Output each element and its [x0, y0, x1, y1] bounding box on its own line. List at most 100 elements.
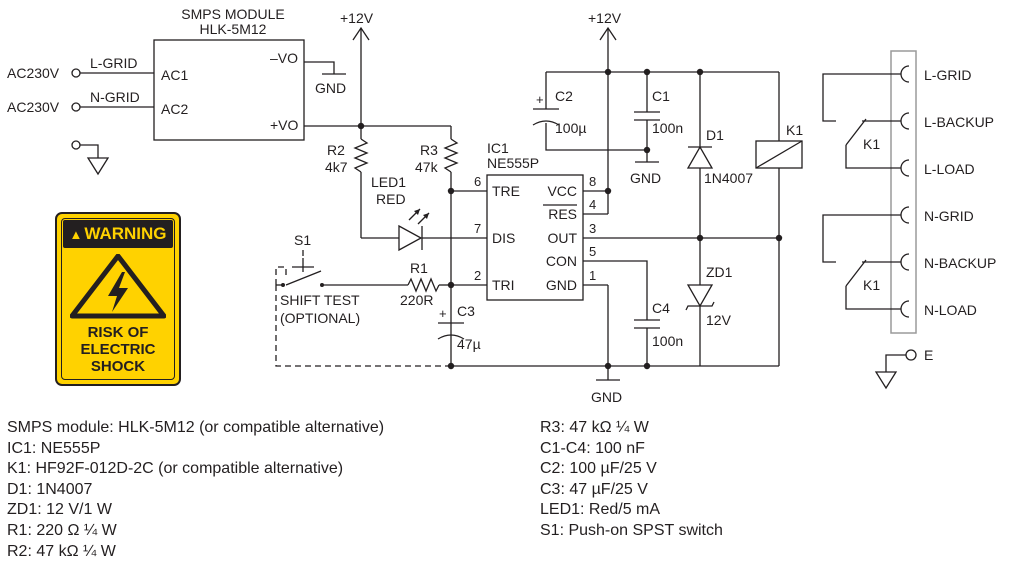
parts-list-item: D1: 1N4007 [7, 480, 93, 498]
optional-label: (OPTIONAL) [280, 310, 360, 326]
n-input-terminal [71, 102, 81, 112]
zd1-value: 12V [706, 312, 732, 328]
conn-l-load: L-LOAD [924, 161, 975, 177]
v12-arrow-left [352, 26, 370, 41]
ic1-label: IC1 [487, 140, 509, 156]
warning-line1: RISK OF [87, 324, 149, 341]
pin7-number: 7 [474, 221, 481, 236]
k1-contact-n: K1 [822, 214, 901, 310]
c4-label: C4 [652, 300, 670, 316]
gnd-label-bottom: GND [591, 389, 622, 405]
conn-n-load: N-LOAD [924, 302, 977, 318]
parts-list-item: R1: 220 Ω ¼ W [7, 521, 117, 539]
smps-module: SMPS MODULE HLK-5M12 AC1 AC2 –VO +VO [153, 6, 305, 141]
warning-line2: ELECTRIC [80, 341, 156, 358]
parts-list-item: S1: Push-on SPST switch [540, 521, 723, 539]
shift-test-label: SHIFT TEST [280, 292, 360, 308]
c3-label: C3 [457, 303, 475, 319]
terminal-l-backup [900, 112, 910, 130]
d1-diode [686, 145, 714, 169]
parts-list-item: K1: HF92F-012D-2C (or compatible alterna… [7, 460, 344, 478]
d1-label: D1 [706, 127, 724, 143]
terminal-l-grid [900, 65, 910, 83]
gnd-label-smps: GND [315, 80, 346, 96]
pin-ac1: AC1 [161, 67, 188, 83]
r1-resistor [407, 277, 440, 293]
k1-contact-n-label: K1 [863, 277, 880, 293]
warning-header: ▲WARNING [63, 220, 173, 248]
warning-text: RISK OF ELECTRIC SHOCK [63, 324, 173, 375]
led1-label: LED1 [371, 174, 406, 190]
pin-neg-vo: –VO [270, 50, 298, 66]
r1-label: R1 [410, 260, 428, 276]
parts-list-item: LED1: Red/5 mA [540, 501, 661, 519]
c2-plus: + [536, 92, 544, 107]
pin1-number: 1 [589, 268, 596, 283]
v12-label-left: +12V [340, 10, 374, 26]
s1-label: S1 [294, 232, 311, 248]
parts-list-left: SMPS module: HLK-5M12 (or compatible alt… [7, 418, 384, 562]
ac230v-n-label: AC230V [7, 99, 60, 115]
k1-coil-label: K1 [786, 122, 803, 138]
s1-switch: S1 SHIFT TEST (OPTIONAL) [275, 232, 451, 367]
c1-value: 100n [652, 120, 683, 136]
pin-dis: DIS [492, 230, 515, 246]
d1-part: 1N4007 [704, 170, 753, 186]
warning-title: WARNING [84, 224, 167, 243]
pin-gnd: GND [546, 277, 577, 293]
parts-list-item: IC1: NE555P [7, 439, 101, 457]
pin-ac2: AC2 [161, 101, 188, 117]
v12-label-right: +12V [588, 10, 622, 26]
led1-color: RED [376, 191, 406, 207]
conn-l-backup: L-BACKUP [924, 114, 994, 130]
conn-n-grid: N-GRID [924, 208, 974, 224]
ac-inputs: AC230V AC230V L-GRID N-GRID [7, 55, 154, 176]
c1-label: C1 [652, 88, 670, 104]
v12-arrow-right [599, 26, 617, 41]
r2-label: R2 [327, 142, 345, 158]
ic1-ne555p: IC1 NE555P TRE DIS TRI VCC RES OUT CON G… [474, 140, 596, 301]
pin4-number: 4 [589, 197, 596, 212]
terminal-strip [890, 50, 917, 334]
ic1-part: NE555P [487, 155, 539, 171]
gnd-label-c1: GND [630, 170, 661, 186]
warning-line3: SHOCK [90, 358, 146, 375]
warning-sign: ▲WARNING RISK OF ELECTRIC SHOCK [55, 212, 181, 386]
electric-shock-icon [70, 254, 166, 319]
ac230v-l-label: AC230V [7, 65, 60, 81]
pin6-number: 6 [474, 174, 481, 189]
parts-list-right: R3: 47 kΩ ¼ W C1-C4: 100 nF C2: 100 µF/2… [540, 418, 723, 542]
r2-value: 4k7 [325, 159, 348, 175]
parts-list-item: C1-C4: 100 nF [540, 439, 645, 457]
terminal-l-load [900, 159, 910, 177]
parts-list-item: ZD1: 12 V/1 W [7, 501, 112, 519]
pin8-number: 8 [589, 174, 596, 189]
r3-resistor [443, 138, 459, 173]
earth-ground-symbol-right [874, 371, 898, 390]
zd1-label: ZD1 [706, 264, 733, 280]
l-grid-label: L-GRID [90, 55, 137, 71]
warning-triangle-icon: ▲ [69, 227, 83, 242]
earth-ground-symbol [86, 157, 110, 176]
k1-contact-l-label: K1 [863, 136, 880, 152]
c2-value: 100µ [555, 120, 586, 136]
pin5-number: 5 [589, 244, 596, 259]
parts-list-item: SMPS module: HLK-5M12 (or compatible alt… [7, 419, 385, 436]
smps-model: HLK-5M12 [200, 21, 267, 37]
smps-title: SMPS MODULE [181, 6, 284, 22]
r3-label: R3 [420, 142, 438, 158]
zd1-zener [686, 284, 714, 308]
parts-list-item: R2: 47 kΩ ¼ W [7, 542, 116, 560]
pin-con: CON [546, 253, 577, 269]
connector-terminals [900, 65, 910, 318]
pin-vcc: VCC [547, 183, 577, 199]
terminal-n-load [900, 300, 910, 318]
c3-plus: + [439, 306, 447, 321]
pin-tre: TRE [492, 183, 520, 199]
earth-input-terminal [71, 140, 81, 150]
parts-list-item: C3: 47 µF/25 V [540, 480, 648, 498]
c2-label: C2 [555, 88, 573, 104]
pin-tri: TRI [492, 277, 515, 293]
